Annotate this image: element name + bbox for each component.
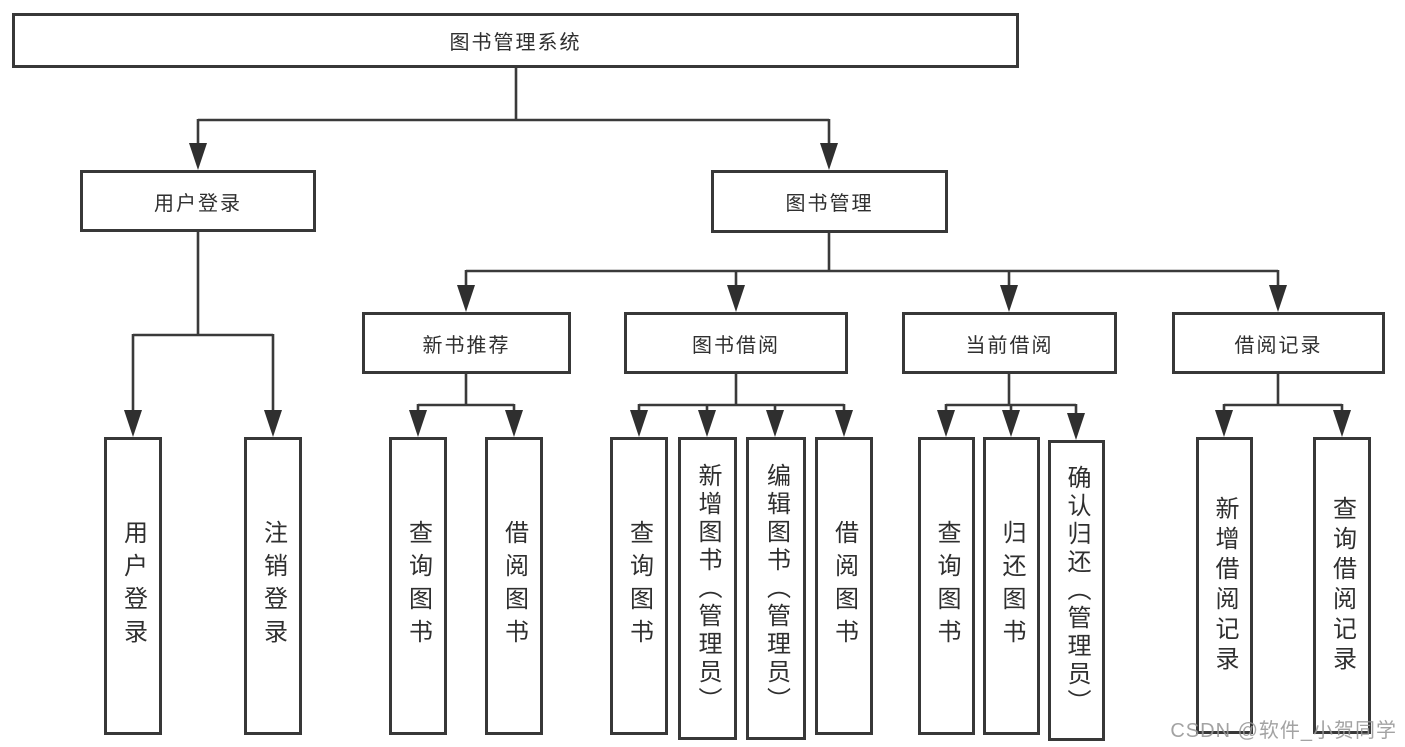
- leaf-user-login: 用户登录: [104, 437, 162, 735]
- node-borrowing-records: 借阅记录: [1172, 312, 1385, 374]
- arrowhead: [820, 143, 838, 170]
- leaf-query-borrow-record: 查询借阅记录: [1313, 437, 1371, 734]
- node-new-book-recommendation: 新书推荐: [362, 312, 571, 374]
- leaf-return-books: 归还图书: [983, 437, 1040, 735]
- arrowhead: [264, 410, 282, 437]
- node-root: 图书管理系统: [12, 13, 1019, 68]
- arrowhead: [1215, 410, 1233, 437]
- arrowhead: [1333, 410, 1351, 437]
- arrowhead: [1269, 285, 1287, 312]
- leaf-confirm-return-admin: 确认归还（管理员）: [1048, 440, 1105, 741]
- leaf-add-borrow-record: 新增借阅记录: [1196, 437, 1253, 734]
- arrowhead: [1067, 413, 1085, 440]
- node-book-management: 图书管理: [711, 170, 948, 233]
- leaf-borrow-books-recommend: 借阅图书: [485, 437, 543, 735]
- leaf-edit-book-admin: 编辑图书（管理员）: [746, 437, 806, 740]
- leaf-query-books-borrowing: 查询图书: [610, 437, 668, 735]
- arrowhead: [766, 410, 784, 437]
- leaf-query-books-current: 查询图书: [918, 437, 975, 735]
- arrowhead: [457, 285, 475, 312]
- leaf-add-book-admin: 新增图书（管理员）: [678, 437, 737, 740]
- leaf-query-books-recommend: 查询图书: [389, 437, 447, 735]
- connector-path: [131, 68, 1344, 416]
- arrowhead: [937, 410, 955, 437]
- arrowhead: [505, 410, 523, 437]
- leaf-logout: 注销登录: [244, 437, 302, 735]
- arrowhead: [1002, 410, 1020, 437]
- node-current-borrowing: 当前借阅: [902, 312, 1117, 374]
- arrowhead: [727, 285, 745, 312]
- arrowhead: [409, 410, 427, 437]
- arrowhead: [189, 143, 207, 170]
- arrowhead: [124, 410, 142, 437]
- arrowhead: [698, 410, 716, 437]
- node-book-borrowing: 图书借阅: [624, 312, 848, 374]
- arrowhead: [630, 410, 648, 437]
- watermark: CSDN @软件_小贺同学: [1170, 720, 1397, 742]
- leaf-borrow-books-borrowing: 借阅图书: [815, 437, 873, 735]
- arrowhead: [1000, 285, 1018, 312]
- arrowhead: [835, 410, 853, 437]
- node-user-login: 用户登录: [80, 170, 316, 232]
